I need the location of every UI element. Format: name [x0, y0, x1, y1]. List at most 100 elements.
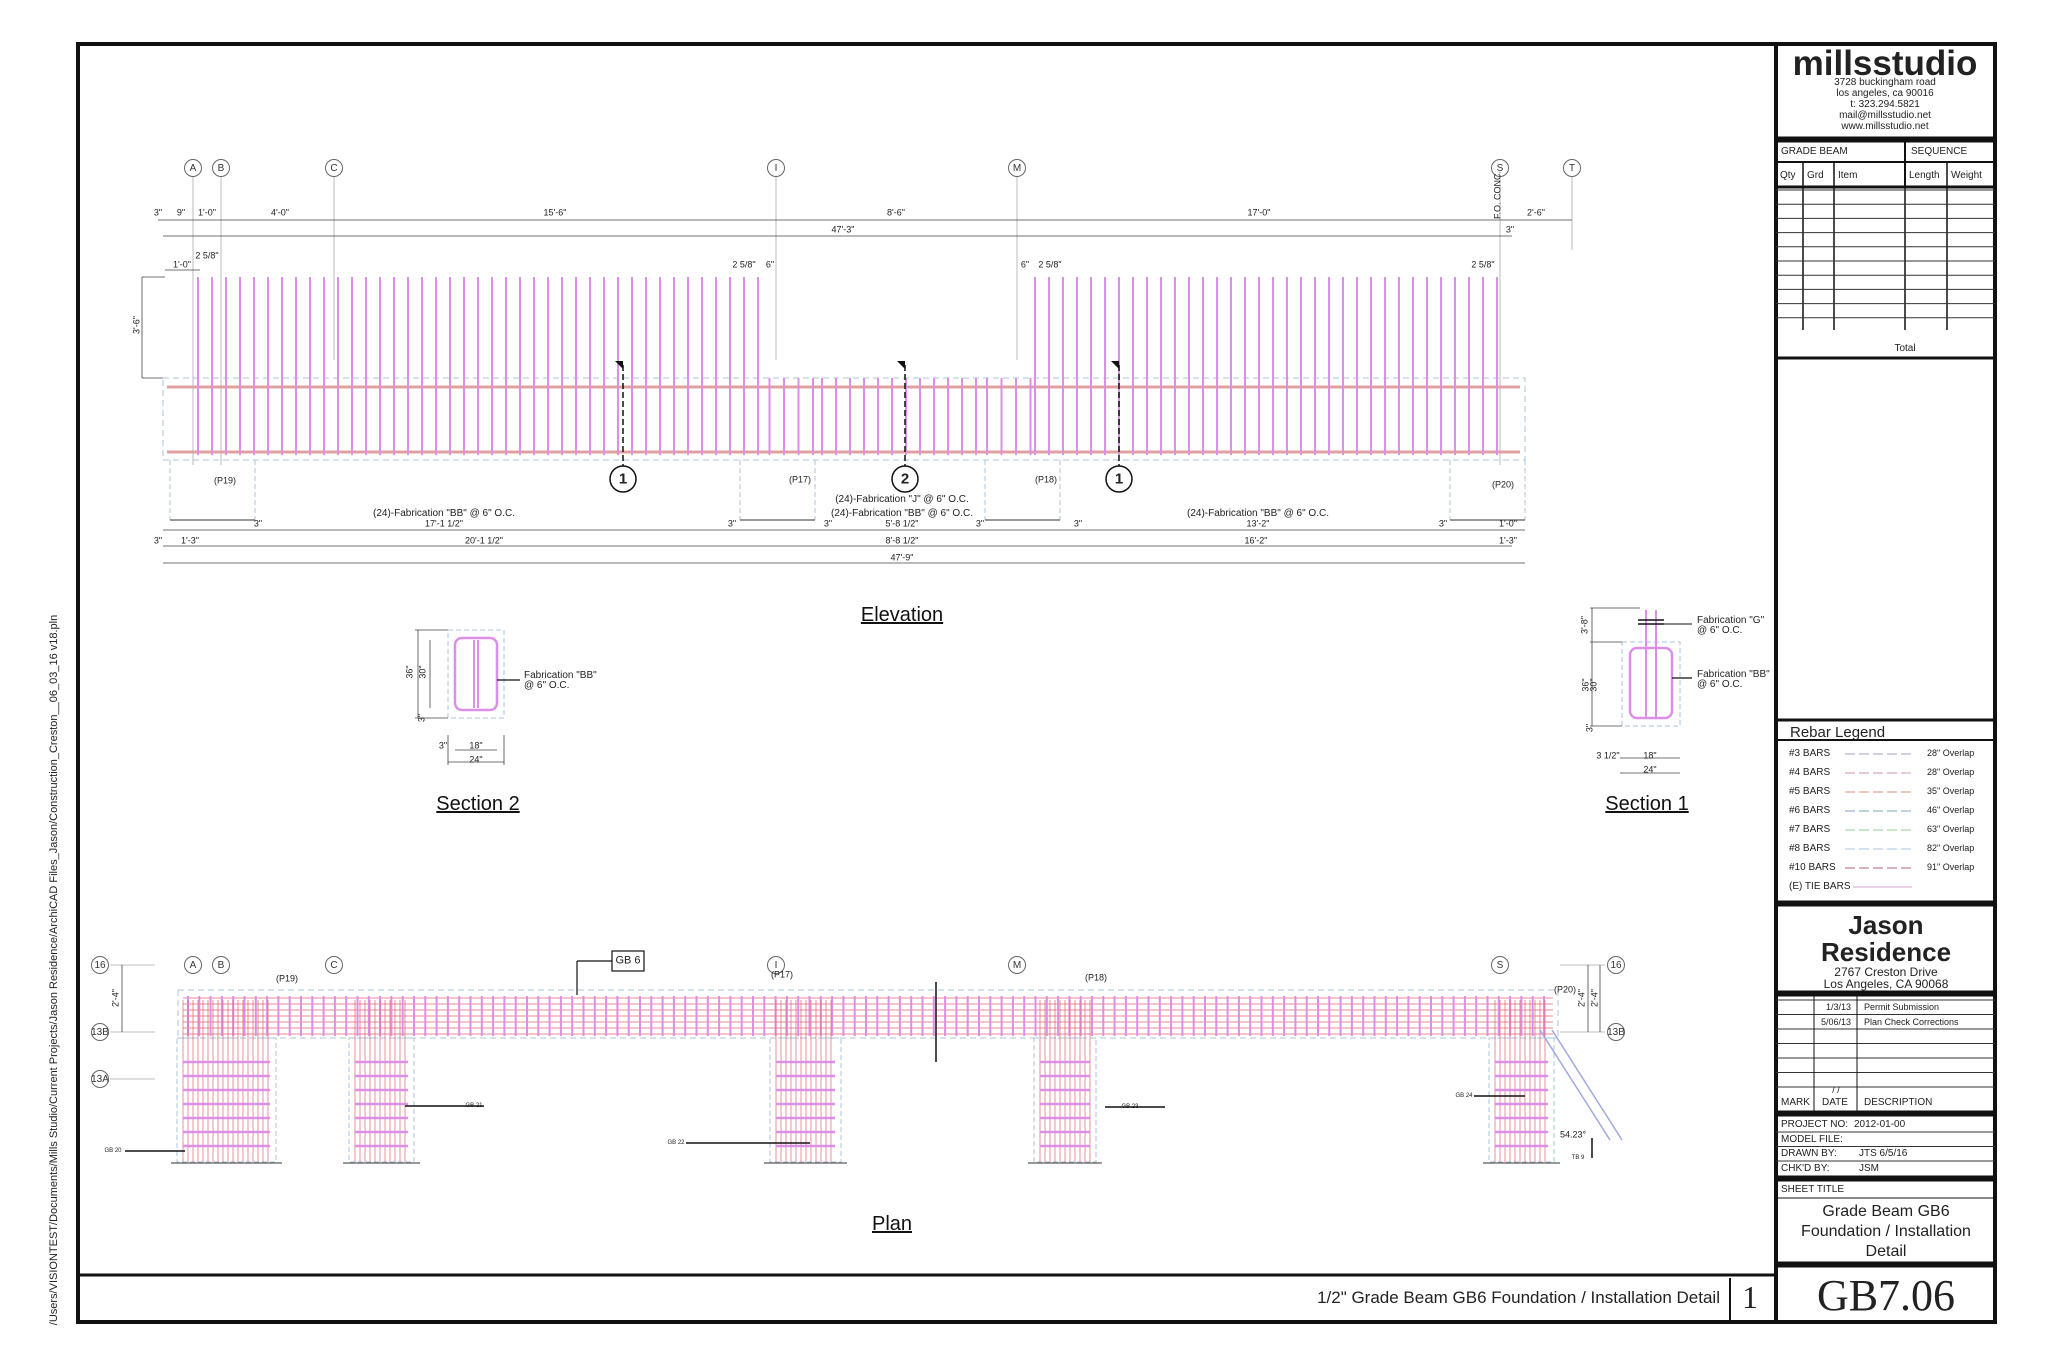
- dimension-label: 4'-0": [271, 207, 289, 218]
- section2-fabrication-label: Fabrication "BB": [524, 670, 597, 681]
- dimension-label: 3'-6": [131, 316, 142, 334]
- dimension-label: 3": [438, 740, 448, 751]
- pier-label: (P20): [1491, 479, 1515, 490]
- rebar-legend-title: Rebar Legend: [1790, 724, 1886, 741]
- grid-bubble-b: B: [212, 159, 230, 177]
- grid-bubble-i: I: [767, 159, 785, 177]
- fabrication-note: (24)-Fabrication "BB" @ 6" O.C.: [1187, 508, 1329, 519]
- plan-title: Plan: [871, 1213, 913, 1235]
- plan-grid-bubble-i: I: [767, 956, 785, 974]
- sheet-title-label: SHEET TITLE: [1781, 1184, 1844, 1195]
- project-address-1: 2767 Creston Drive: [1834, 965, 1938, 979]
- grid-bubble-a: A: [184, 159, 202, 177]
- dimension-label: 3": [416, 713, 427, 723]
- dimension-label: 30": [417, 665, 428, 679]
- dimension-label: 1'-0": [1499, 518, 1517, 529]
- dimension-label: 2 5/8": [195, 250, 219, 261]
- dimension-label: 3": [823, 518, 833, 529]
- divider-bar: [1775, 1110, 1996, 1117]
- sheet-border: [76, 42, 1997, 1324]
- dimension-label: 1'-3": [1499, 535, 1517, 546]
- legend-overlap: 35" Overlap: [1927, 786, 1975, 796]
- plan-pier-label: (P17): [770, 969, 794, 980]
- dimension-label: 24": [1643, 764, 1657, 775]
- section-flag: [615, 361, 623, 369]
- dimension-label: 3": [253, 518, 263, 529]
- angle-label: 54.23°: [1559, 1129, 1587, 1140]
- legend-overlap: 82" Overlap: [1927, 843, 1975, 853]
- pier-label: (P19): [213, 475, 237, 486]
- legend-bar-label: (E) TIE BARS: [1789, 881, 1851, 892]
- schedule-sequence: SEQUENCE: [1911, 146, 1968, 157]
- dimension-label: 1'-0": [198, 207, 216, 218]
- dimension-label: 30": [1588, 678, 1599, 692]
- legend-bar-label: #8 BARS: [1789, 843, 1831, 854]
- fabrication-note: (24)-Fabrication "BB" @ 6" O.C.: [831, 508, 973, 519]
- pier-outline: [769, 1037, 842, 1163]
- schedule-grade-beam: GRADE BEAM: [1781, 146, 1848, 157]
- schedule-total: Total: [1894, 343, 1916, 354]
- dimension-label: 5'-8 1/2": [885, 518, 919, 529]
- firm-web: www.millsstudio.net: [1841, 121, 1929, 132]
- schedule-col-length: Length: [1909, 170, 1940, 181]
- divider-bar: [1775, 1261, 1996, 1268]
- info-drawn-by: JTS 6/5/16: [1859, 1148, 1908, 1159]
- file-path: /Users/VISIONTEST/Documents/Mills Studio…: [48, 614, 60, 1326]
- dimension-label: 24": [469, 754, 483, 765]
- dimension-label: 3": [727, 518, 737, 529]
- revision-header-description: DESCRIPTION: [1864, 1097, 1933, 1108]
- plan-callout: GB 23: [1121, 1104, 1139, 1110]
- plan-grid-bubble-16: 16: [91, 956, 109, 974]
- dimension-label: 1'-0": [173, 259, 191, 270]
- fo-conc-label: F.O. CONC.: [1492, 170, 1503, 220]
- dimension-label: 15'-6": [543, 207, 567, 218]
- info-project-no-label: PROJECT NO:: [1781, 1119, 1849, 1130]
- info-checked-by: JSM: [1859, 1162, 1879, 1174]
- schedule-col-grd: Grd: [1807, 170, 1824, 181]
- dimension-label: 2 5/8": [1038, 259, 1062, 270]
- info-drawn-by-label: DRAWN BY:: [1781, 1148, 1837, 1159]
- revision-date: 5/06/13: [1820, 1016, 1851, 1027]
- info-model-file-label: MODEL FILE:: [1781, 1133, 1843, 1145]
- tie-beam: [1551, 1029, 1623, 1141]
- project-name-1: Jason: [1848, 910, 1924, 940]
- revision-description: Permit Submission: [1864, 1002, 1940, 1012]
- pier-outline: [176, 1037, 277, 1163]
- plan-callout: GB 20: [104, 1148, 122, 1154]
- dimension-label: 3": [1584, 723, 1595, 733]
- dimension-label: 2 5/8": [1471, 259, 1495, 270]
- plan-grid-bubble-13b: 13B: [1607, 1023, 1625, 1041]
- sheet-title-2: Foundation / Installation: [1801, 1223, 1971, 1240]
- section-marker: [1105, 465, 1133, 493]
- divider-bar: [1775, 136, 1996, 143]
- firm-address2: los angeles, ca 90016: [1836, 88, 1934, 99]
- section1-fabrication-bb-spacing: @ 6" O.C.: [1697, 679, 1743, 690]
- plan-callout: GB 21: [465, 1103, 483, 1109]
- plan-pier-label: (P19): [275, 973, 299, 984]
- dimension-label: 20'-1 1/2": [465, 535, 503, 546]
- plan-grid-bubble-16: 16: [1607, 956, 1625, 974]
- legend-bar-label: #3 BARS: [1789, 748, 1831, 759]
- section2-title: Section 2: [436, 793, 520, 815]
- firm-logo: millsstudio: [1792, 44, 1978, 83]
- dimension-label: 17'-1 1/2": [425, 518, 463, 529]
- section2-stirrup: [453, 636, 499, 712]
- plan-grid-bubble-13b: 13B: [91, 1023, 109, 1041]
- section1-stirrup: [1628, 646, 1674, 720]
- schedule-col-qty: Qty: [1780, 170, 1796, 181]
- dimension-label: 18": [1643, 750, 1657, 761]
- firm-phone: t: 323.294.5821: [1850, 99, 1920, 110]
- schedule-col-weight: Weight: [1951, 170, 1982, 181]
- dimension-label: 3": [153, 207, 163, 218]
- plan-callout: GB 22: [667, 1140, 685, 1146]
- section-marker-number: 2: [900, 470, 910, 488]
- legend-bar-label: #10 BARS: [1789, 862, 1836, 873]
- project-name-2: Residence: [1820, 937, 1952, 967]
- plan-callout: TB 9: [1571, 1155, 1585, 1161]
- dimension-label: 6": [765, 259, 775, 270]
- dimension-label: 18": [469, 740, 483, 751]
- dimension-label: 3": [975, 518, 985, 529]
- dimension-label: 8'-6": [887, 207, 905, 218]
- section-flag: [897, 361, 905, 369]
- section-marker-number: 1: [1114, 470, 1124, 488]
